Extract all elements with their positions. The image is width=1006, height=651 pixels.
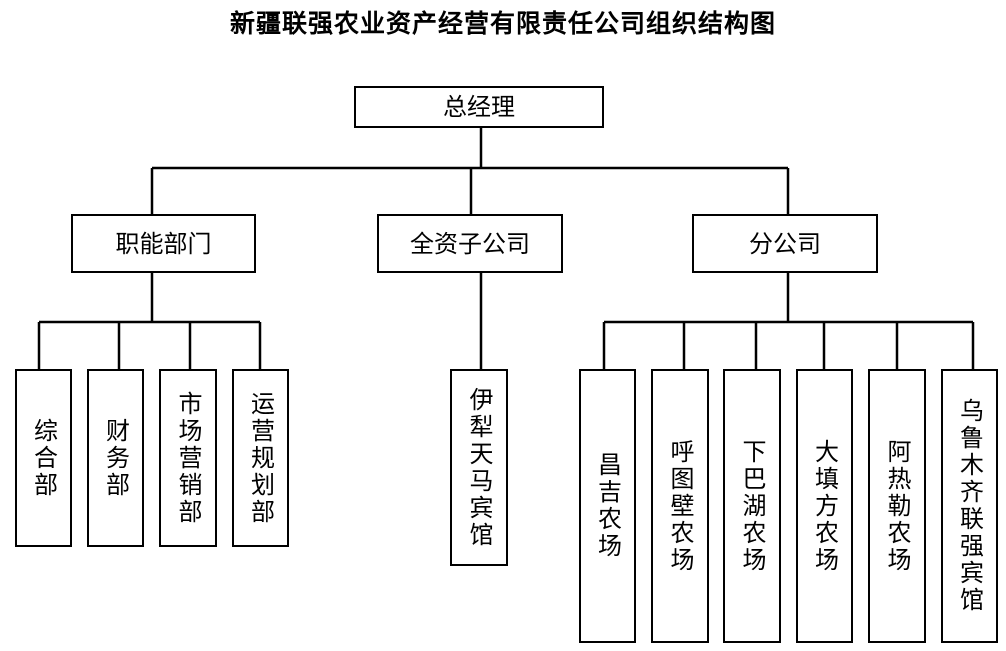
node-general-manager: 总经理: [354, 86, 604, 128]
node-datianfang-farm: 大填方农场: [796, 369, 853, 643]
node-functional-departments: 职能部门: [71, 214, 256, 273]
node-finance-dept: 财务部: [87, 369, 144, 547]
node-branch-companies: 分公司: [692, 214, 878, 273]
chart-title: 新疆联强农业资产经营有限责任公司组织结构图: [229, 9, 776, 38]
node-marketing-dept: 市场营销部: [159, 369, 217, 547]
node-general-affairs-dept: 综合部: [15, 369, 72, 547]
node-label: 综合部: [29, 417, 58, 499]
node-label: 总经理: [443, 93, 515, 121]
node-label: 昌吉农场: [593, 452, 622, 560]
node-label: 伊犁天马宾馆: [465, 386, 493, 549]
node-label: 阿热勒农场: [883, 438, 911, 574]
node-label: 乌鲁木齐联强宾馆: [955, 398, 984, 614]
node-yili-tianma-hotel: 伊犁天马宾馆: [450, 369, 508, 566]
node-changji-farm: 昌吉农场: [579, 369, 636, 643]
node-label: 职能部门: [115, 229, 212, 258]
node-label: 市场营销部: [174, 390, 202, 526]
node-hutubi-farm: 呼图壁农场: [651, 369, 709, 643]
node-label: 财务部: [101, 417, 130, 499]
node-label: 呼图壁农场: [666, 438, 694, 574]
node-wholly-owned-subsidiaries: 全资子公司: [377, 214, 563, 273]
node-label: 分公司: [749, 229, 821, 258]
node-operations-planning-dept: 运营规划部: [232, 369, 289, 547]
node-urumqi-lianqiang-hotel: 乌鲁木齐联强宾馆: [941, 369, 998, 643]
node-arele-farm: 阿热勒农场: [868, 369, 926, 643]
node-label: 全资子公司: [410, 229, 530, 258]
node-label: 下巴湖农场: [738, 438, 766, 574]
node-label: 大填方农场: [810, 438, 839, 574]
node-xiabahu-farm: 下巴湖农场: [723, 369, 781, 643]
node-label: 运营规划部: [246, 390, 275, 526]
